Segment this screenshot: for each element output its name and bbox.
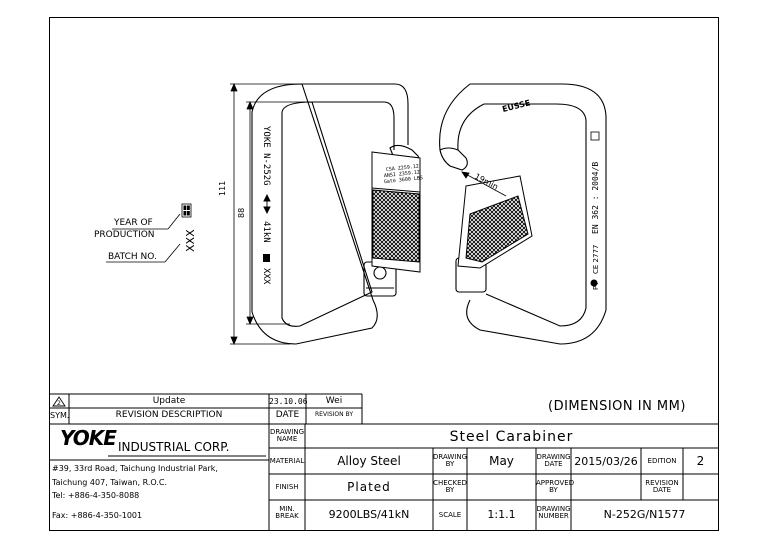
revision-date: 23.10.06 (269, 397, 308, 406)
company-logo: YOKE (60, 426, 117, 450)
left-marking-block (263, 254, 270, 262)
label-checked-by-2: BY (445, 486, 455, 494)
label-revision-date-1: REVISION (645, 479, 679, 487)
left-marking-batch: XXX (261, 268, 271, 285)
right-marking-ce: CE 2777 (592, 245, 600, 274)
sleeve-text-2: ANSI Z359.12 (384, 170, 421, 180)
label-drawing-number-1: DRAWING (536, 505, 571, 513)
label-min-break-2: BREAK (275, 512, 299, 520)
label-scale: SCALE (438, 511, 462, 519)
drawing-by-value: May (489, 454, 514, 468)
material-value: Alloy Steel (337, 454, 401, 468)
label-drawing-by-2: BY (445, 460, 455, 468)
revision-symbol-number: 2 (57, 400, 61, 407)
company-address-2: Taichung 407, Taiwan, R.O.C. (52, 478, 168, 487)
left-inner-shape (281, 101, 395, 327)
revision-symbol-triangle (52, 396, 66, 407)
left-outer-shape (251, 83, 409, 345)
label-drawing-date-2: DATE (544, 460, 563, 468)
label-drawing-name: DRAWING NAME (269, 429, 305, 443)
year-of-production-symbol (181, 203, 192, 218)
label-min-break: MIN. BREAK (269, 506, 305, 520)
left-marking-model: YOKE N-252G (261, 126, 271, 186)
header-revision-by: REVISION BY (315, 411, 353, 418)
label-drawing-number: DRAWING NUMBER (536, 506, 571, 520)
sleeve-text-1: CSA Z259.12 (386, 164, 420, 173)
label-drawing-date-1: DRAWING (536, 453, 571, 461)
scale-value: 1:1.1 (487, 508, 516, 521)
revision-description: Update (152, 396, 186, 406)
left-gate (371, 151, 421, 273)
callout-year-line1: YEAR OF (114, 218, 153, 228)
company-name: INDUSTRIAL CORP. (118, 440, 230, 454)
label-drawing-name-1: DRAWING (269, 428, 305, 436)
label-approved-by: APPROVED BY (536, 479, 575, 494)
right-outer-shape (439, 83, 607, 345)
label-min-break-1: MIN. (279, 505, 295, 513)
min-break-value: 9200LBS/41kN (328, 508, 410, 521)
edition-value: 2 (696, 454, 705, 468)
label-drawing-by: DRAWING BY (433, 454, 467, 468)
callout-batch-value: XXX (184, 229, 197, 252)
outer-frame (49, 17, 719, 531)
callout-year-line2: PRODUCTION (94, 230, 155, 240)
dimension-inner-value: 88 (237, 208, 246, 218)
header-sym: SYM. (50, 411, 70, 420)
label-revision-date-2: DATE (652, 486, 672, 494)
dimension-note: (DIMENSION IN MM) (548, 399, 686, 414)
left-knurl (372, 189, 420, 263)
dimension-gate-opening (461, 171, 507, 197)
revision-by: Wei (325, 396, 343, 406)
header-revision-description: REVISION DESCRIPTION (115, 410, 223, 420)
company-fax: Fax: +886-4-350-1001 (52, 511, 143, 520)
drawing-name: Steel Carabiner (449, 429, 574, 445)
title-block-lines (49, 393, 718, 531)
label-drawing-name-2: NAME (276, 435, 298, 443)
right-carabiner (439, 83, 607, 345)
drawing-number-value: N-252G/N1577 (603, 508, 686, 521)
company-tel: Tel: +886-4-350-8088 (52, 491, 140, 500)
left-marking-arrow (263, 193, 271, 215)
company-address-1: #39, 33rd Road, Taichung Industrial Park… (52, 464, 218, 473)
left-marking-rating: 41kN (261, 221, 271, 243)
right-gate (457, 175, 533, 269)
right-knurl (465, 195, 529, 263)
drawing-date-value: 2015/03/26 (574, 455, 638, 468)
finish-value: Plated (347, 480, 391, 494)
right-logo-mark (590, 279, 598, 287)
label-approved-by-1: APPROVED (536, 479, 575, 487)
callout-batch-label: BATCH NO. (108, 252, 157, 262)
sleeve-text-3: Gate 3600 LBS (384, 175, 424, 185)
dimension-overall (230, 82, 300, 346)
label-checked-by: CHECKED BY (433, 480, 467, 494)
dimension-inner (246, 100, 312, 326)
right-marking-norm: EN 362 : 2004/B (591, 162, 600, 234)
label-approved-by-2: BY (549, 486, 558, 494)
callout-lines (106, 213, 181, 263)
header-date: DATE (275, 410, 300, 420)
label-drawing-number-2: NUMBER (538, 512, 569, 520)
label-drawing-by-1: DRAWING (433, 453, 468, 461)
right-brand: EUSSE (501, 98, 531, 114)
label-edition: EDITION (647, 457, 677, 465)
dimension-overall-value: 111 (218, 181, 227, 196)
label-checked-by-1: CHECKED (433, 479, 467, 487)
right-marking-box (590, 131, 600, 141)
right-inner-shape (457, 103, 587, 327)
label-material: MATERIAL (269, 457, 305, 465)
label-revision-date: REVISION DATE (641, 480, 683, 494)
label-drawing-date: DRAWING DATE (536, 454, 571, 468)
left-carabiner (251, 83, 420, 345)
label-finish: FINISH (275, 483, 299, 491)
